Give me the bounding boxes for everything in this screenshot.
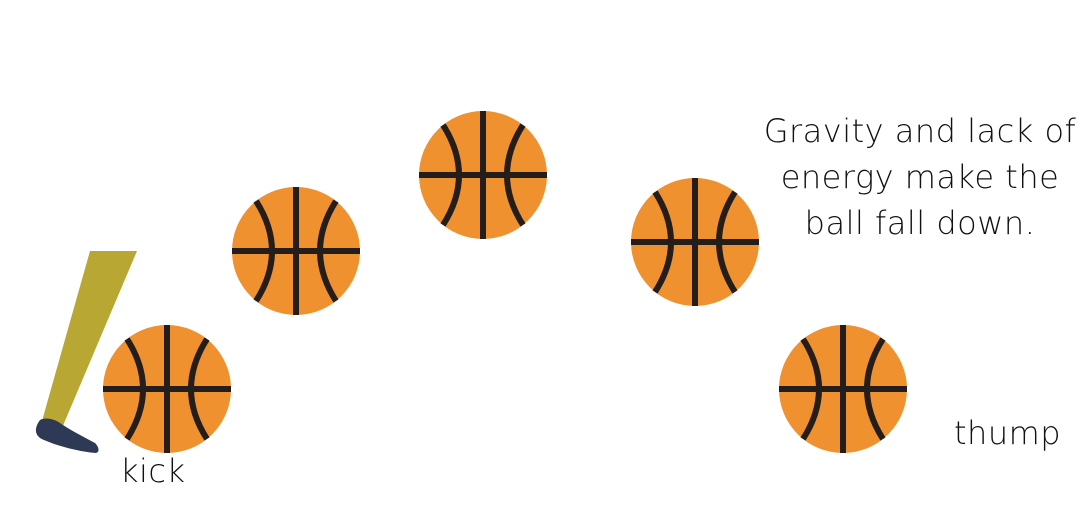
basketball-icon xyxy=(232,187,360,315)
ball-seam-left-curve xyxy=(124,337,146,441)
ball-seam-right-curve xyxy=(864,337,886,441)
basketball-icon xyxy=(779,325,907,453)
gravity-caption-line-2: energy make the xyxy=(780,158,1060,196)
thump-label: thump xyxy=(954,414,1062,452)
ball-seam-left-curve xyxy=(800,337,822,441)
leg-shin xyxy=(40,251,137,428)
ball-seam-left-curve xyxy=(652,190,674,294)
ball-seam-left-curve xyxy=(440,123,462,227)
kick-label: kick xyxy=(120,452,186,490)
ball-seam-right-curve xyxy=(317,199,339,303)
gravity-caption-line-1: Gravity and lack of xyxy=(763,112,1077,150)
ball-seam-right-curve xyxy=(188,337,210,441)
ball-seam-right-curve xyxy=(716,190,738,294)
leg-icon xyxy=(35,251,137,453)
ball-seam-right-curve xyxy=(504,123,526,227)
ball-seam-left-curve xyxy=(253,199,275,303)
basketball-icon xyxy=(103,325,231,453)
basketball-icon xyxy=(631,178,759,306)
gravity-caption: Gravity and lack of energy make the ball… xyxy=(760,108,1080,246)
gravity-caption-line-3: ball fall down. xyxy=(804,204,1036,242)
basketball-icon xyxy=(419,111,547,239)
shoe-icon xyxy=(35,418,99,453)
